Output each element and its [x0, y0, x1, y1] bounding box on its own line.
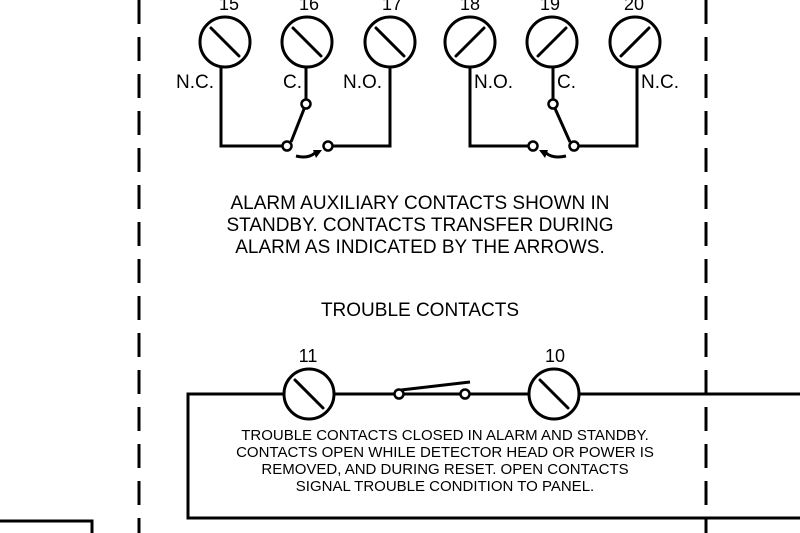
- wire-18: [468, 64, 533, 148]
- contact-point: [281, 140, 293, 152]
- terminal-label: C.: [283, 72, 302, 93]
- screw-slot: [293, 378, 325, 410]
- terminal-number: 10: [545, 346, 565, 366]
- terminal-number: 20: [624, 0, 644, 14]
- terminal-label: N.C.: [641, 72, 679, 93]
- terminal-number: 19: [540, 0, 560, 14]
- contact-point: [568, 140, 580, 152]
- trouble-switch-blade: [400, 380, 471, 392]
- screw-slot: [374, 26, 406, 58]
- terminal-number: 17: [382, 0, 402, 14]
- transfer-arrowhead: [313, 150, 322, 158]
- terminal-label: N.O.: [343, 72, 382, 93]
- terminal-label: C.: [557, 72, 576, 93]
- wire-15: [219, 64, 287, 148]
- note-line: SIGNAL TROUBLE CONDITION TO PANEL.: [295, 478, 595, 495]
- terminal-number: 15: [219, 0, 239, 14]
- terminal-label: N.C.: [176, 72, 214, 93]
- note-line: TROUBLE CONTACTS CLOSED IN ALARM AND STA…: [241, 427, 649, 444]
- contact-point: [459, 388, 471, 400]
- transfer-arrow: [295, 151, 316, 159]
- screw-slot: [536, 26, 568, 58]
- alarm-contacts-note: ALARM AUXILIARY CONTACTS SHOWN IN STANDB…: [150, 193, 690, 259]
- contact-point: [527, 140, 539, 152]
- contact-point: [322, 140, 334, 152]
- alarm-contact-set-b: [468, 64, 639, 159]
- terminal-11: 11: [282, 346, 336, 421]
- transfer-arrowhead: [539, 150, 548, 158]
- trouble-contacts-note: TROUBLE CONTACTS CLOSED IN ALARM AND STA…: [190, 427, 700, 495]
- note-line: ALARM AUXILIARY CONTACTS SHOWN IN: [230, 193, 610, 214]
- note-line: ALARM AS INDICATED BY THE ARROWS.: [235, 237, 605, 258]
- transfer-arrow: [545, 151, 567, 159]
- screw-slot: [291, 26, 323, 58]
- terminal-18: 18 N.O.: [443, 0, 513, 93]
- screw-slot: [209, 26, 241, 58]
- switch-blade-b: [551, 103, 572, 143]
- contact-point: [300, 98, 312, 110]
- terminal-label: N.O.: [474, 72, 513, 93]
- lower-left-box-edge: [0, 519, 94, 533]
- screw-slot: [619, 26, 651, 58]
- contact-point: [547, 98, 559, 110]
- terminal-number: 11: [299, 346, 318, 366]
- wire-17: [328, 64, 392, 148]
- terminal-17: 17 N.O.: [343, 0, 417, 93]
- screw-slot: [454, 26, 486, 58]
- terminal-19: 19 C.: [525, 0, 579, 93]
- note-line: CONTACTS OPEN WHILE DETECTOR HEAD OR POW…: [236, 444, 654, 461]
- terminal-16: 16 C.: [280, 0, 334, 93]
- terminal-20: 20 N.C.: [608, 0, 679, 93]
- alarm-contact-set-a: [219, 64, 392, 159]
- screw-slot: [538, 378, 570, 410]
- note-line: STANDBY. CONTACTS TRANSFER DURING: [226, 215, 614, 236]
- terminal-15: 15 N.C.: [176, 0, 252, 93]
- wire-20: [574, 64, 639, 148]
- switch-blade-a: [289, 103, 308, 143]
- contact-point: [393, 388, 405, 400]
- note-line: REMOVED, AND DURING RESET. OPEN CONTACTS: [261, 461, 629, 478]
- terminal-number: 18: [460, 0, 480, 14]
- trouble-contacts-heading: TROUBLE CONTACTS: [320, 300, 520, 321]
- terminal-10: 10: [527, 346, 581, 421]
- trouble-contact: [335, 380, 527, 400]
- terminal-number: 16: [299, 0, 319, 14]
